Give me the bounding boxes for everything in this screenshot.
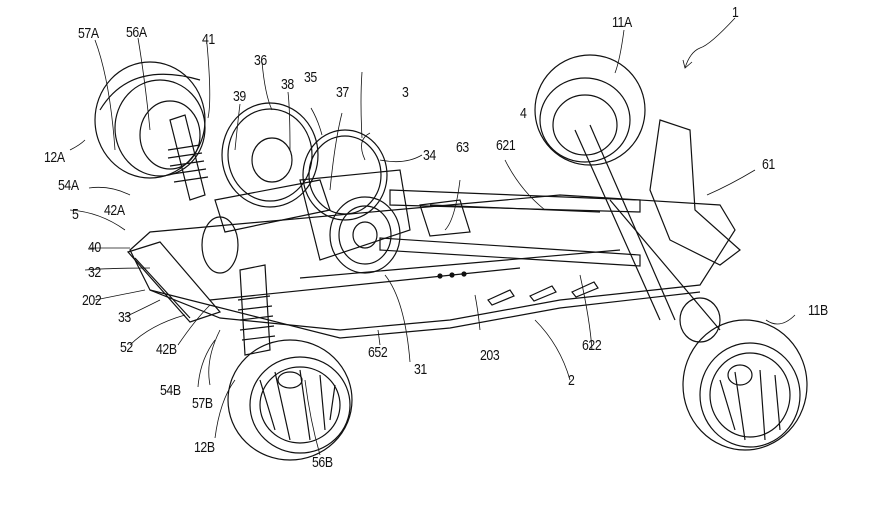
label-52: 52 <box>120 339 133 356</box>
wheel-12A <box>94 61 206 179</box>
transmission <box>201 102 411 274</box>
label-37: 37 <box>336 84 349 101</box>
label-56B: 56B <box>312 454 333 471</box>
label-203: 203 <box>480 347 500 364</box>
label-3: 3 <box>402 84 409 101</box>
chassis-vents <box>437 271 599 306</box>
label-63: 63 <box>456 139 469 156</box>
shock-56B <box>237 264 276 356</box>
upper-deck <box>379 189 641 267</box>
label-42A: 42A <box>104 202 125 219</box>
front-suspension <box>574 124 721 343</box>
label-54A: 54A <box>58 177 79 194</box>
main-chassis-plate <box>129 194 736 339</box>
label-202: 202 <box>82 292 102 309</box>
label-12A: 12A <box>44 149 65 166</box>
label-38: 38 <box>281 76 294 93</box>
label-57A: 57A <box>78 25 99 42</box>
label-621: 621 <box>496 137 516 154</box>
label-61: 61 <box>762 156 775 173</box>
label-31: 31 <box>414 361 427 378</box>
rear-bumper <box>126 241 222 323</box>
front-bulkhead <box>649 119 741 266</box>
label-35: 35 <box>304 69 317 86</box>
label-40: 40 <box>88 239 101 256</box>
label-36: 36 <box>254 52 267 69</box>
label-2: 2 <box>568 372 575 389</box>
shock-56A <box>167 114 209 201</box>
battery-holder <box>419 199 471 237</box>
label-39: 39 <box>233 88 246 105</box>
label-57B: 57B <box>192 395 213 412</box>
label-1: 1 <box>732 4 739 21</box>
wheel-11A <box>534 54 646 166</box>
wheel-11B <box>682 319 808 451</box>
label-34: 34 <box>423 147 436 164</box>
label-42B: 42B <box>156 341 177 358</box>
label-622: 622 <box>582 337 602 354</box>
label-33: 33 <box>118 309 131 326</box>
leader-lines <box>69 17 796 456</box>
label-41: 41 <box>202 31 215 48</box>
label-54B: 54B <box>160 382 181 399</box>
label-11A: 11A <box>612 14 632 31</box>
label-56A: 56A <box>126 24 147 41</box>
label-11B: 11B <box>808 302 828 319</box>
wheel-12B <box>227 339 353 461</box>
label-32: 32 <box>88 264 101 281</box>
label-4: 4 <box>520 105 527 122</box>
label-5: 5 <box>72 206 79 223</box>
label-652: 652 <box>368 344 388 361</box>
label-12B: 12B <box>194 439 215 456</box>
